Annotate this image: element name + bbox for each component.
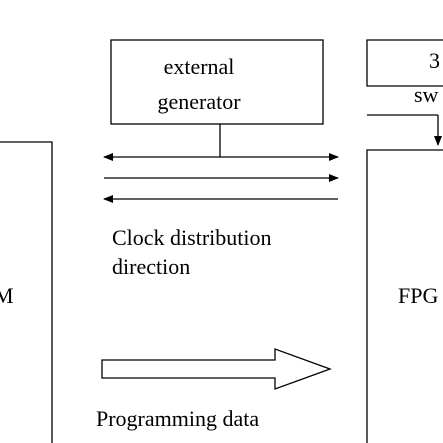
clock-caption-line1: Clock distribution: [112, 225, 272, 250]
external-generator-label-line1: external: [164, 54, 235, 79]
clock-caption-line2: direction: [112, 254, 190, 279]
external-generator-box: [110, 39, 324, 125]
switch-label-line1: 3: [429, 48, 440, 73]
fpga-block: [366, 149, 443, 443]
left-block-label: M: [0, 283, 14, 308]
switch-label-line2: sw: [414, 82, 439, 107]
left-block: [0, 141, 53, 443]
switch-box: [366, 39, 443, 87]
programming-caption: Programming data: [96, 406, 259, 431]
external-generator-label-line2: generator: [157, 89, 241, 114]
fpga-block-label: FPG: [398, 283, 438, 308]
programming-data-arrow: [101, 348, 332, 390]
